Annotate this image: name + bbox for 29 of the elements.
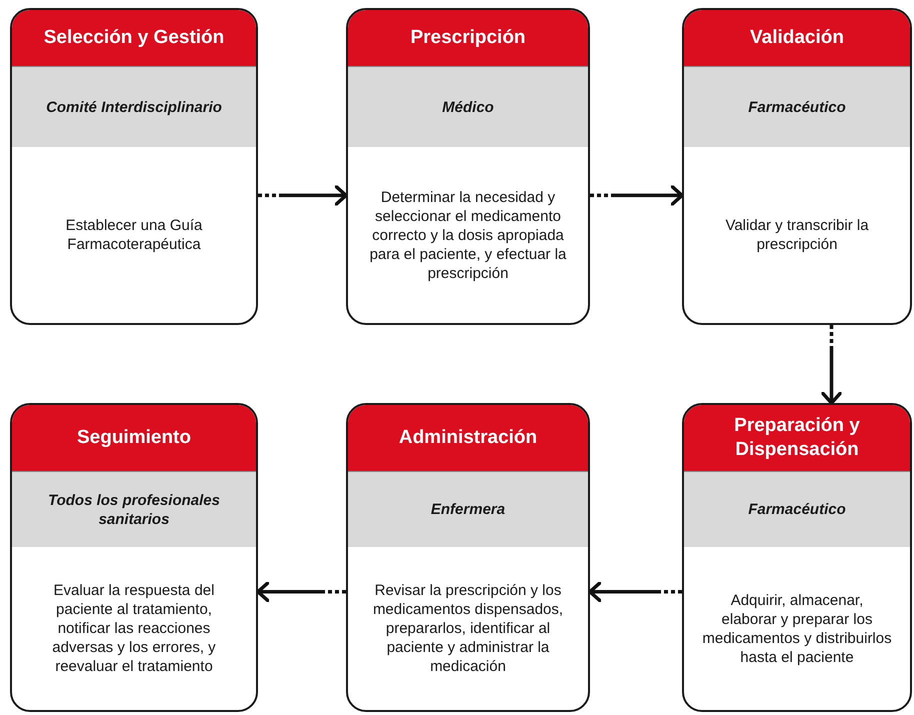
role-label: Todos los profesionales sanitarios (12, 472, 256, 547)
task-description: Adquirir, almacenar, elaborar y preparar los medicamentos y distribuirlos hasta el paciente (702, 590, 892, 666)
arrow (820, 325, 842, 405)
stage-title: Prescripción (348, 10, 588, 67)
stage-title: Validación (684, 10, 910, 67)
task-description: Establecer una Guía Farmacoterapéutica (64, 216, 204, 254)
role-label: Farmacéutico (684, 67, 910, 147)
process-card (10, 8, 258, 325)
process-card (346, 8, 590, 325)
role-label: Comité Interdisciplinario (12, 67, 256, 147)
process-card (682, 8, 912, 325)
task-description: Determinar la necesidad y seleccionar el medicamento correcto y la dosis apropiada para el paciente, y efectuar la prescripción (368, 188, 568, 282)
stage-title: Preparación y Dispensación (684, 405, 910, 472)
role-label: Médico (348, 67, 588, 147)
arrow (258, 184, 348, 206)
arrow (588, 581, 682, 602)
arrow (590, 184, 684, 206)
stage-title: Selección y Gestión (12, 10, 256, 67)
task-description: Revisar la prescripción y los medicamentos dispensados, prepararlos, identificar al paciente y administrar la medicación (372, 581, 564, 676)
process-card (682, 403, 912, 712)
stage-title: Seguimiento (12, 405, 256, 472)
role-label: Enfermera (348, 472, 588, 547)
process-card (346, 403, 590, 712)
process-card (10, 403, 258, 712)
task-description: Validar y transcribir la prescripción (724, 216, 870, 254)
stage-title: Administración (348, 405, 588, 472)
role-label: Farmacéutico (684, 472, 910, 547)
task-description: Evaluar la respuesta del paciente al tratamiento, notificar las reacciones adversas y los errores, y reevaluar el tratamiento (51, 581, 217, 676)
arrow (256, 581, 346, 602)
